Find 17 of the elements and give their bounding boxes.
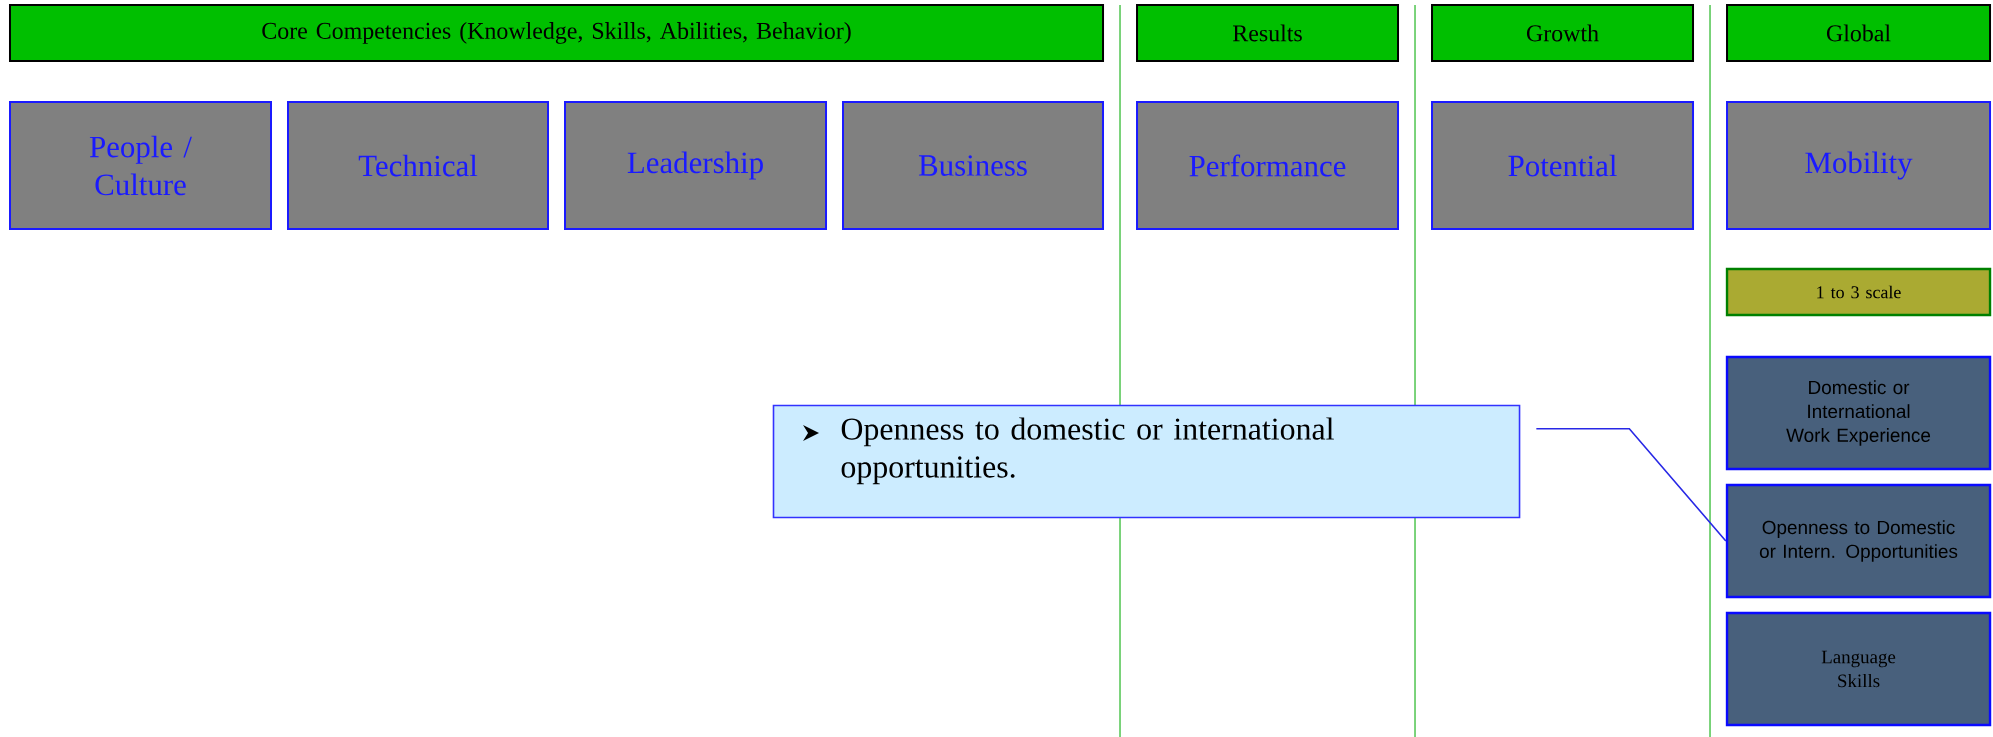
callout-box: Openness to domestic or international opportunities. xyxy=(772,404,1521,519)
category-box: Mobility xyxy=(1726,101,1992,230)
header-bar: Results xyxy=(1136,4,1400,62)
header-bar: Global xyxy=(1726,4,1992,62)
header-bar: Growth xyxy=(1431,4,1695,62)
leader-line xyxy=(1535,427,1727,542)
header-bar: Core Competencies (Knowledge, Skills, Abilities, Behavior) xyxy=(9,4,1105,62)
category-box: Business xyxy=(842,101,1104,230)
category-box: Leadership xyxy=(564,101,827,230)
category-box: Technical xyxy=(287,101,549,230)
category-box: People / Culture xyxy=(9,101,272,230)
scale-bar: 1 to 3 scale xyxy=(1725,267,1992,317)
category-box: Performance xyxy=(1136,101,1400,230)
category-box: Potential xyxy=(1431,101,1695,230)
criterion-box: Domestic or International Work Experience xyxy=(1725,355,1992,471)
criterion-box: Openness to Domestic or Intern. Opportunities xyxy=(1725,483,1992,599)
criterion-box: Language Skills xyxy=(1725,611,1992,727)
